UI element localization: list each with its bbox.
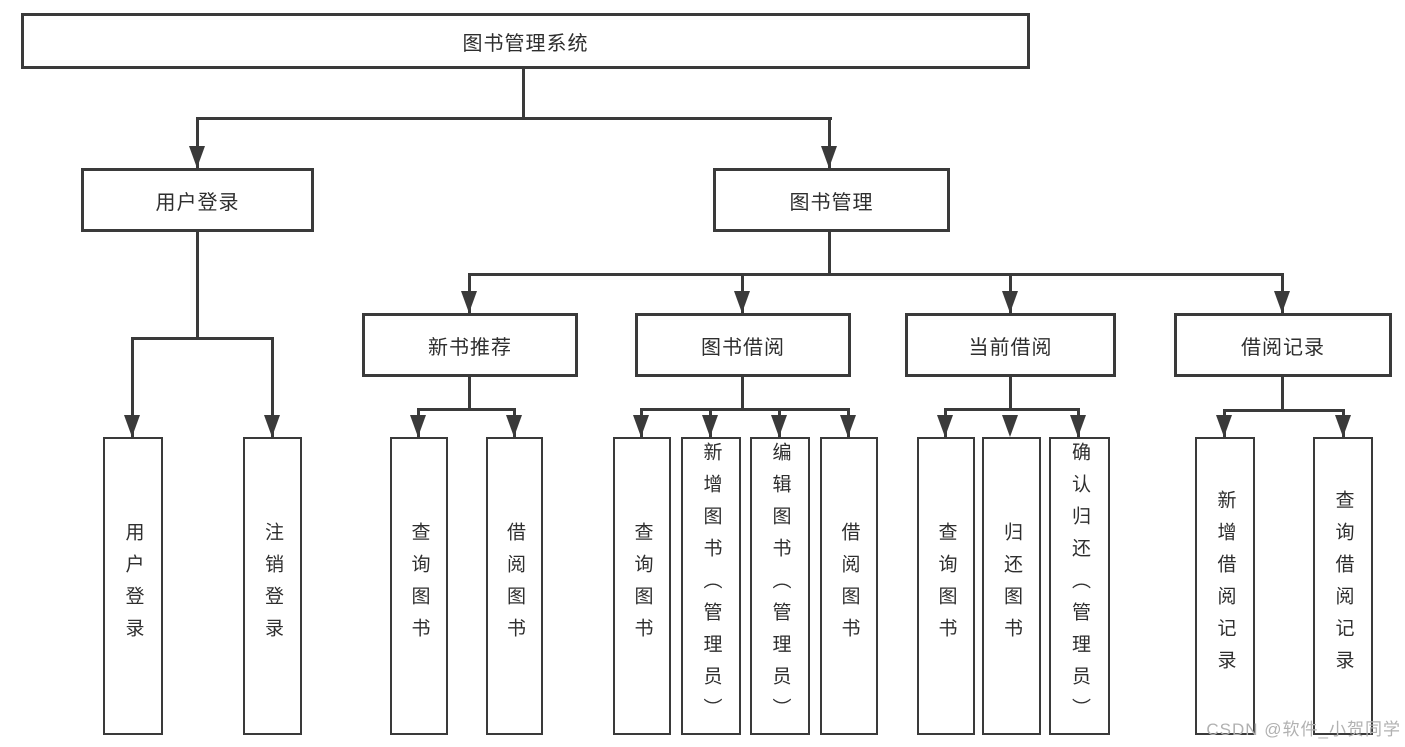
connector-line — [1224, 409, 1344, 412]
connector-line — [641, 408, 850, 411]
arrow-down-icon — [821, 146, 837, 168]
arrow-down-icon — [461, 291, 477, 313]
arrow-down-icon — [840, 415, 856, 437]
arrow-down-icon — [264, 415, 280, 437]
arrow-down-icon — [771, 415, 787, 437]
arrow-down-icon — [1216, 415, 1232, 437]
connector-line — [131, 337, 134, 437]
arrow-down-icon — [1002, 291, 1018, 313]
connector-line — [196, 117, 199, 168]
leaf-borrow-books: 借阅图书 — [820, 437, 878, 735]
leaf-query-borrow-record: 查询借阅记录 — [1313, 437, 1373, 735]
node-new-book-recommend: 新书推荐 — [362, 313, 578, 377]
connector-line — [741, 377, 744, 408]
connector-line — [470, 273, 1284, 276]
connector-line — [1009, 377, 1012, 408]
arrow-down-icon — [937, 415, 953, 437]
node-current-borrow: 当前借阅 — [905, 313, 1116, 377]
leaf-logout: 注销登录 — [243, 437, 302, 735]
connector-line — [196, 232, 199, 337]
connector-line — [1281, 377, 1284, 409]
connector-line — [197, 117, 832, 120]
node-root: 图书管理系统 — [21, 13, 1030, 69]
leaf-borrow-books-recommend: 借阅图书 — [486, 437, 543, 735]
arrow-down-icon — [506, 415, 522, 437]
leaf-add-borrow-record: 新增借阅记录 — [1195, 437, 1255, 735]
arrow-down-icon — [1335, 415, 1351, 437]
connector-line — [945, 408, 1079, 411]
leaf-return-books: 归还图书 — [982, 437, 1041, 735]
connector-line — [418, 408, 516, 411]
arrow-down-icon — [1002, 415, 1018, 437]
arrow-down-icon — [410, 415, 426, 437]
connector-line — [271, 337, 274, 437]
connector-line — [828, 232, 831, 273]
connector-line — [468, 377, 471, 408]
arrow-down-icon — [1070, 415, 1086, 437]
csdn-watermark: CSDN @软件_小贺同学 — [1206, 720, 1401, 739]
arrow-down-icon — [1274, 291, 1290, 313]
leaf-add-book-admin: 新增图书（管理员） — [681, 437, 741, 735]
connector-line — [828, 117, 831, 168]
leaf-query-books-recommend: 查询图书 — [390, 437, 448, 735]
arrow-down-icon — [702, 415, 718, 437]
connector-line — [132, 337, 274, 340]
arrow-down-icon — [633, 415, 649, 437]
leaf-confirm-return-admin: 确认归还（管理员） — [1049, 437, 1110, 735]
arrow-down-icon — [124, 415, 140, 437]
node-book-borrow: 图书借阅 — [635, 313, 851, 377]
arrow-down-icon — [734, 291, 750, 313]
leaf-query-books-borrow: 查询图书 — [613, 437, 671, 735]
node-user-login: 用户登录 — [81, 168, 314, 232]
leaf-edit-book-admin: 编辑图书（管理员） — [750, 437, 810, 735]
leaf-user-login: 用户登录 — [103, 437, 163, 735]
connector-line — [522, 69, 525, 119]
leaf-query-books-current: 查询图书 — [917, 437, 975, 735]
node-borrow-records: 借阅记录 — [1174, 313, 1392, 377]
arrow-down-icon — [189, 146, 205, 168]
node-book-management: 图书管理 — [713, 168, 950, 232]
